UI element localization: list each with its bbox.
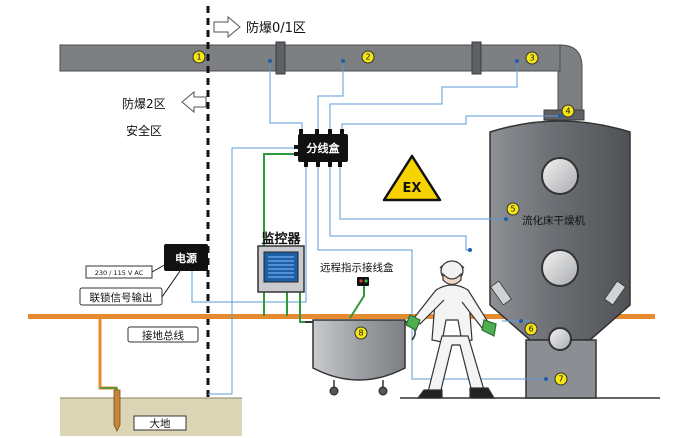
marker-1: 1 [192, 50, 206, 64]
svg-text:3: 3 [529, 54, 534, 63]
signal-wires [191, 61, 560, 395]
svg-text:8: 8 [358, 329, 363, 338]
monitor-label: 监控器 [261, 231, 301, 247]
marker-8: 8 [354, 326, 368, 340]
exhaust-pipe [59, 41, 585, 121]
marker-2: 2 [361, 50, 375, 64]
svg-text:4: 4 [565, 107, 570, 116]
power-interlock-wire [161, 270, 181, 298]
earth-box [133, 415, 187, 431]
junction-box-label: 分线盒 [307, 141, 341, 155]
interlock-box [79, 287, 163, 306]
voltage-box [85, 265, 153, 279]
ground-bus-box [127, 326, 199, 343]
sensor-dots [268, 59, 562, 381]
power-supply: 电源 [164, 244, 208, 271]
ground-bus-label: 接地总线 [142, 329, 184, 342]
interlock-label: 联锁信号输出 [90, 291, 153, 304]
marker-4: 4 [561, 104, 575, 118]
earth-label: 大地 [150, 417, 171, 430]
hazard-zone-arrow-icon [213, 15, 241, 39]
remote-indicator-box [357, 277, 369, 286]
fluid-bed-dryer [489, 120, 631, 399]
ex-mark: EX [403, 181, 422, 196]
monitor-device: 监控器 [257, 231, 305, 293]
earth-rod-wire [98, 319, 117, 390]
hazard-zone-label: 防爆0/1区 [246, 20, 306, 36]
zone2-label: 防爆2区 [122, 96, 166, 111]
earth-rod [113, 389, 121, 432]
marker-5: 5 [506, 202, 520, 216]
marker-3: 3 [525, 51, 539, 65]
svg-text:2: 2 [365, 53, 370, 62]
remote-box-label: 远程指示接线盒 [320, 261, 394, 274]
ex-warning-icon: EX [382, 154, 442, 202]
worker-figure [405, 260, 497, 399]
power-ac-wire [151, 261, 171, 273]
svg-text:6: 6 [528, 325, 533, 334]
voltage-label: 230 / 115 V AC [95, 269, 144, 277]
marker-6: 6 [524, 322, 538, 336]
junction-box: 分线盒 [294, 129, 348, 167]
svg-text:1: 1 [196, 53, 201, 62]
marker-7: 7 [554, 372, 568, 386]
ground-bus [28, 314, 655, 319]
dryer-label: 流化床干燥机 [522, 214, 585, 227]
power-label: 电源 [175, 251, 197, 265]
safe-zone-label: 安全区 [126, 123, 162, 138]
svg-text:5: 5 [510, 205, 515, 214]
svg-text:7: 7 [558, 375, 563, 384]
safe-zone-arrow-icon [181, 90, 207, 114]
